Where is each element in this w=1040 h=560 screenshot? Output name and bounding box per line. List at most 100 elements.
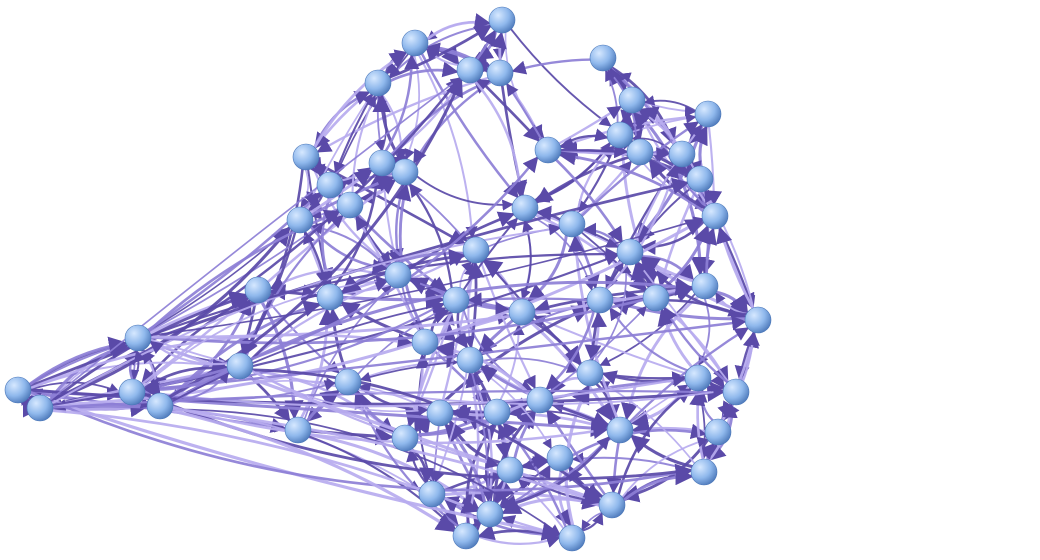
graph-node — [690, 458, 718, 486]
graph-node — [368, 149, 396, 177]
graph-edge — [424, 13, 492, 42]
graph-node — [496, 456, 524, 484]
graph-edge — [637, 261, 731, 384]
graph-node — [546, 444, 574, 472]
graph-node — [618, 86, 646, 114]
graph-edge — [169, 300, 445, 404]
graph-node — [391, 424, 419, 452]
graph-node — [598, 491, 626, 519]
graph-node — [426, 399, 454, 427]
graph-node — [606, 121, 634, 149]
graph-node — [704, 418, 732, 446]
graph-edge — [308, 224, 389, 275]
graph-node — [616, 238, 644, 266]
graph-edge — [316, 76, 491, 153]
graph-edge — [417, 53, 478, 239]
graph-edge — [584, 310, 602, 362]
graph-edge — [509, 27, 612, 127]
graph-node — [334, 368, 362, 396]
graph-node — [589, 44, 617, 72]
graph-node — [691, 272, 719, 300]
graph-node — [316, 283, 344, 311]
graph-node — [476, 500, 504, 528]
graph-edge — [387, 24, 492, 80]
graph-edge — [547, 305, 647, 394]
graph-edge — [170, 407, 601, 506]
graph-edge — [166, 77, 463, 400]
graph-edge — [689, 389, 706, 462]
graph-edge — [643, 95, 698, 113]
graph-edge — [526, 233, 569, 302]
graph-node — [286, 206, 314, 234]
graph-edge — [476, 534, 561, 548]
graph-node — [558, 524, 586, 552]
graph-node — [124, 324, 152, 352]
graph-node — [452, 522, 480, 550]
graph-node — [558, 210, 586, 238]
graph-node — [526, 386, 554, 414]
graph-edge — [249, 369, 500, 469]
graph-node — [668, 140, 696, 168]
graph-edge — [716, 226, 756, 311]
graph-edge — [359, 361, 460, 383]
graph-edge — [628, 384, 689, 425]
graph-edge — [377, 95, 387, 153]
graph-edge — [169, 408, 456, 533]
graph-edge — [506, 82, 544, 142]
graph-edge — [558, 128, 609, 149]
graph-edge — [578, 160, 632, 217]
graph-edge — [467, 261, 485, 350]
graph-node — [244, 276, 272, 304]
graph-edge — [609, 307, 690, 373]
graph-node — [486, 59, 514, 87]
graph-node — [284, 416, 312, 444]
graph-node — [511, 194, 539, 222]
graph-edge — [148, 281, 694, 339]
graph-node — [26, 394, 54, 422]
graph-edge — [498, 323, 525, 402]
graph-edge — [307, 432, 480, 511]
graph-edge — [545, 309, 596, 390]
graph-node — [586, 286, 614, 314]
graph-edge — [604, 163, 679, 292]
graph-node — [146, 392, 174, 420]
graph-edge — [570, 423, 707, 458]
graph-edge — [499, 435, 612, 512]
graph-edge — [433, 370, 468, 483]
graph-node — [462, 236, 490, 264]
graph-node — [336, 191, 364, 219]
graph-node — [364, 69, 392, 97]
graph-edge — [663, 306, 730, 385]
graph-edge — [582, 222, 622, 248]
graph-node — [534, 136, 562, 164]
graph-edge — [606, 440, 622, 494]
graph-edge — [630, 261, 652, 290]
graph-node — [642, 284, 670, 312]
graph-edge — [470, 371, 493, 504]
graph-edge — [28, 333, 414, 390]
graph-edge — [408, 277, 447, 297]
graph-node — [118, 378, 146, 406]
graph-edge — [627, 327, 749, 424]
graph-node — [456, 56, 484, 84]
graph-edge — [141, 275, 388, 389]
graph-node — [722, 378, 750, 406]
graph-edge — [408, 182, 454, 290]
graph-edge — [470, 370, 495, 503]
graph-edge — [388, 61, 459, 83]
graph-edge — [434, 340, 532, 397]
graph-edge — [413, 411, 432, 433]
graph-edge — [149, 340, 230, 366]
graph-node — [686, 165, 714, 193]
graph-edge — [340, 290, 445, 310]
graph-node — [701, 202, 729, 230]
node-layer — [4, 6, 772, 552]
graph-edge — [148, 247, 619, 338]
graph-node — [401, 29, 429, 57]
graph-node — [316, 171, 344, 199]
graph-node — [684, 364, 712, 392]
graph-node — [292, 143, 320, 171]
graph-edge — [620, 436, 709, 500]
graph-node — [456, 346, 484, 374]
